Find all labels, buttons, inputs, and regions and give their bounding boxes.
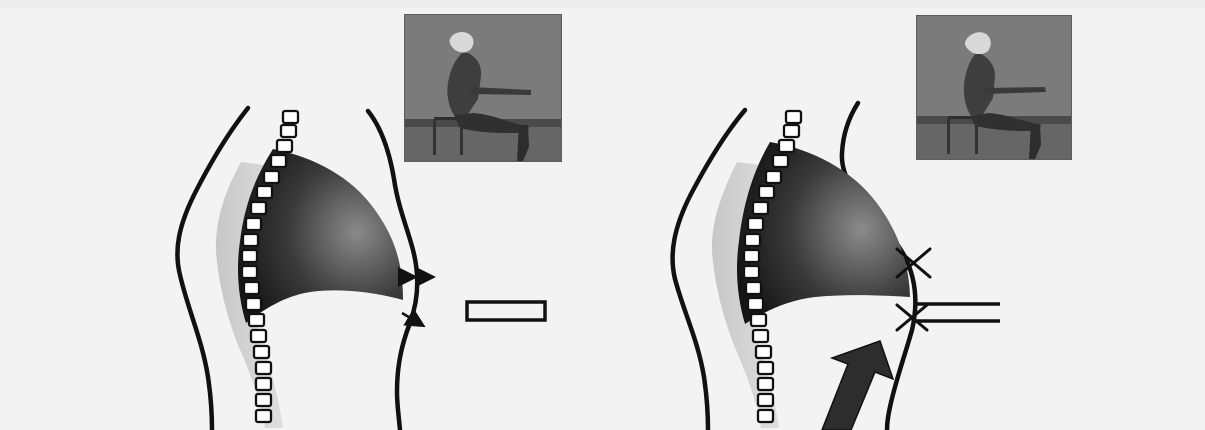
equal-sign-left bbox=[467, 302, 545, 320]
equal-sign-right bbox=[916, 304, 1000, 321]
left-seated-person-photo bbox=[404, 14, 562, 162]
right-seated-person-photo bbox=[916, 15, 1072, 160]
right-lung bbox=[737, 142, 910, 324]
left-seated-person-illustration bbox=[405, 15, 561, 161]
upward-arrow bbox=[822, 341, 893, 430]
right-seated-person-illustration bbox=[917, 16, 1071, 159]
left-lung bbox=[238, 149, 403, 323]
